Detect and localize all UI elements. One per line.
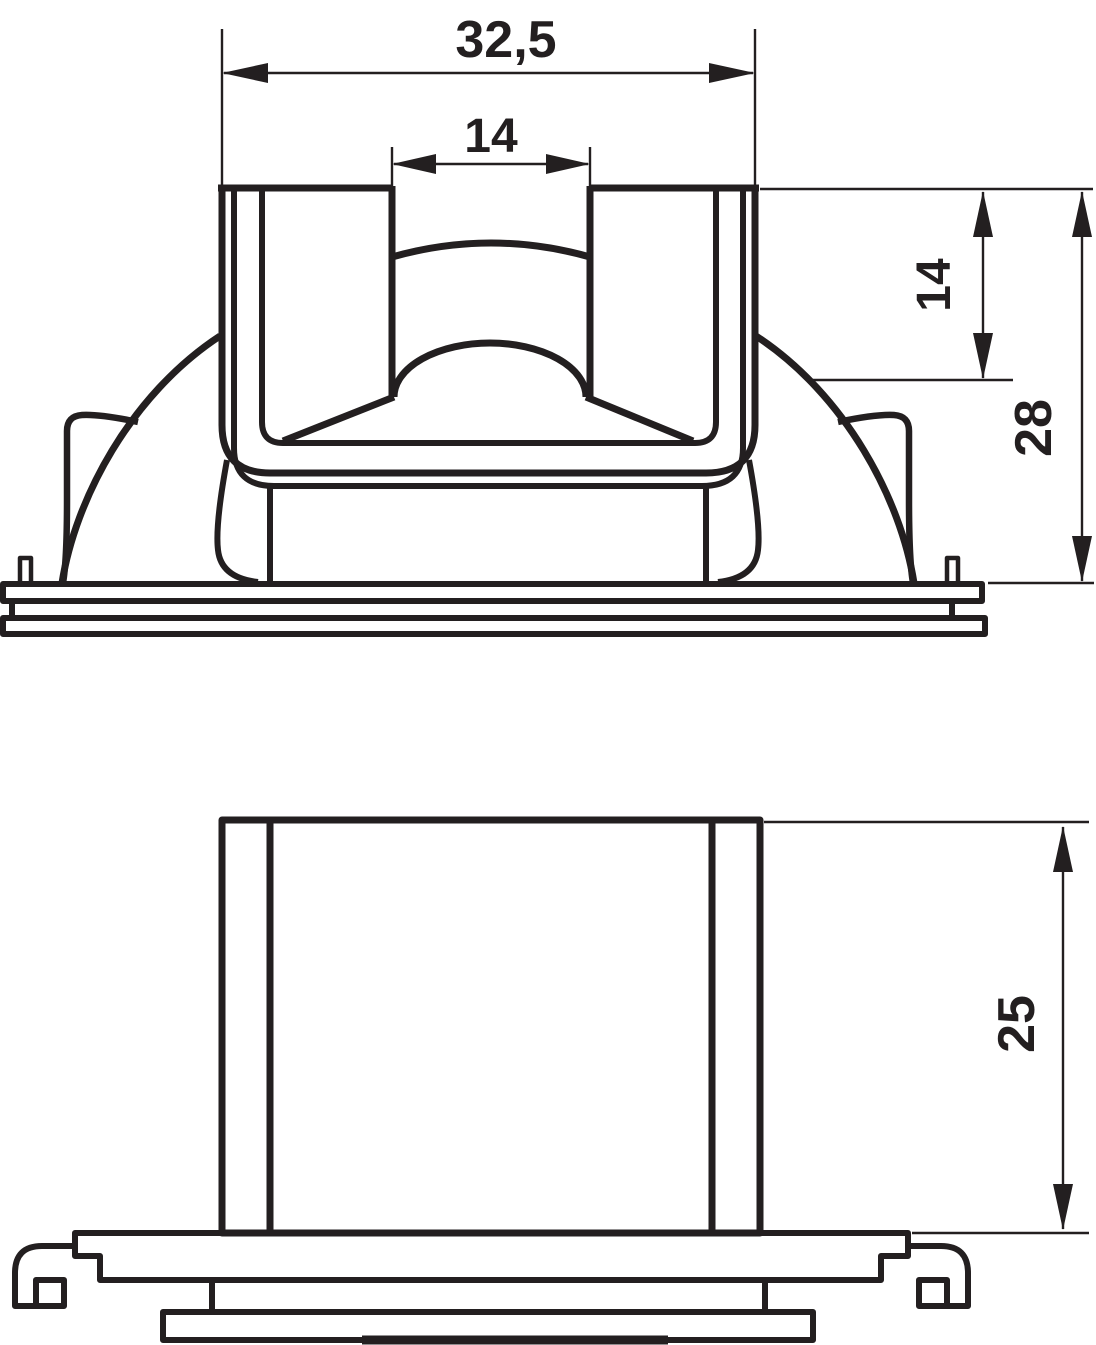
dome-outline-right	[754, 333, 918, 584]
cradle-diagonal-right	[584, 393, 695, 445]
arrowhead-up	[1053, 826, 1073, 872]
front-view	[0, 184, 988, 637]
cavity	[259, 190, 719, 446]
arrowhead-up	[973, 191, 993, 237]
arrowhead-right	[546, 154, 590, 174]
dome-outline-left	[58, 333, 222, 584]
wing-left	[59, 411, 139, 584]
base-plate-bottom	[0, 615, 988, 637]
side-view	[12, 816, 971, 1345]
dim-label-overall-width: 32,5	[455, 11, 556, 69]
foot-left-outer	[214, 459, 259, 585]
foot-right-outer	[717, 459, 762, 585]
dim-label-total-height: 28	[1005, 399, 1063, 457]
arrowhead-down	[1053, 1184, 1073, 1230]
arrowhead-right	[709, 63, 755, 83]
arrowhead-down	[973, 333, 993, 379]
dim-label-slot-width: 14	[464, 110, 518, 163]
dimensions: 32,5 14 14 28 25	[220, 11, 1094, 1235]
pin-right	[944, 555, 961, 584]
shell-inner-line	[231, 188, 746, 489]
side-body	[218, 816, 764, 1237]
snap-hook-left	[12, 1243, 76, 1309]
arrowhead-down	[1072, 536, 1092, 582]
wing-right	[837, 411, 917, 584]
arrowhead-up	[1072, 191, 1092, 237]
cradle-diagonal-left	[281, 393, 396, 445]
saddle-arc	[391, 239, 591, 261]
arrowhead-left	[392, 154, 436, 174]
dim-label-upper-height: 14	[908, 258, 961, 312]
side-spacer-plate	[209, 1277, 768, 1315]
pin-left	[17, 555, 34, 584]
side-base-plate	[72, 1230, 911, 1283]
snap-hook-right	[907, 1243, 971, 1309]
arrowhead-left	[222, 63, 268, 83]
cradle-dome	[390, 339, 590, 398]
dim-label-body-height: 25	[988, 995, 1046, 1053]
